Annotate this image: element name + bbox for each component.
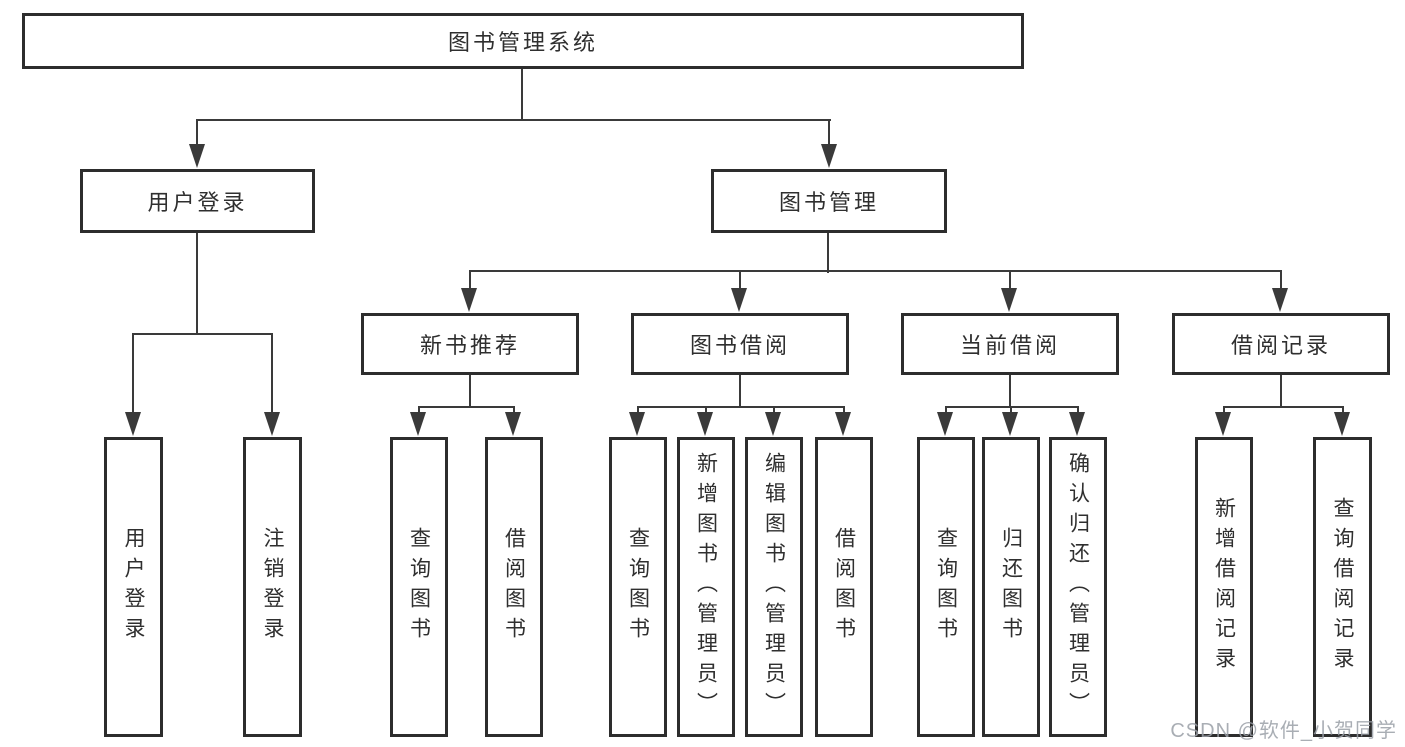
leaf-user-login-label: 用户登录 <box>122 527 145 647</box>
leaf-cb-confirm-return-admin: 确认归还（管理员） <box>1049 437 1107 737</box>
arrow-down-icon <box>1069 412 1085 436</box>
connector-drop-user-login <box>196 119 198 147</box>
leaf-logout-label: 注销登录 <box>261 527 284 647</box>
connector-user-login-stem <box>196 233 198 335</box>
connector-drop-book-mgmt <box>828 119 830 147</box>
connector-drop-current-borrow <box>1009 270 1011 292</box>
leaf-nb-borrow-books-label: 借阅图书 <box>502 527 526 647</box>
arrow-down-icon <box>821 144 837 168</box>
node-book-borrow: 图书借阅 <box>631 313 849 375</box>
leaf-nb-borrow-books: 借阅图书 <box>485 437 543 737</box>
leaf-bb-edit-books-admin: 编辑图书（管理员） <box>745 437 803 737</box>
connector-drop-bb-query <box>637 406 639 416</box>
node-new-books-label: 新书推荐 <box>419 333 520 358</box>
leaf-br-add-record-label: 新增借阅记录 <box>1212 497 1236 677</box>
node-current-borrow: 当前借阅 <box>901 313 1119 375</box>
arrow-down-icon <box>629 412 645 436</box>
connector-drop-leaf-logout <box>271 333 273 415</box>
leaf-bb-add-books-admin: 新增图书（管理员） <box>677 437 735 737</box>
leaf-bb-query-books: 查询图书 <box>609 437 667 737</box>
arrow-down-icon <box>697 412 713 436</box>
connector-drop-bb-edit <box>773 406 775 416</box>
connector-drop-cb-query <box>945 406 947 416</box>
arrow-down-icon <box>505 412 521 436</box>
csdn-watermark: CSDN @软件_小贺同学 <box>1170 720 1397 742</box>
leaf-bb-add-books-admin-label: 新增图书（管理员） <box>694 452 718 722</box>
node-book-mgmt-label: 图书管理 <box>778 190 879 215</box>
node-current-borrow-label: 当前借阅 <box>959 333 1060 358</box>
leaf-user-login: 用户登录 <box>104 437 163 737</box>
leaf-bb-borrow-books: 借阅图书 <box>815 437 873 737</box>
connector-user-login-rail <box>132 333 273 335</box>
connector-drop-bb-borrow <box>843 406 845 416</box>
connector-drop-nb-query <box>418 406 420 416</box>
connector-root-rail <box>196 119 831 121</box>
connector-drop-br-add <box>1223 406 1225 416</box>
connector-drop-cb-return <box>1010 406 1012 416</box>
arrow-down-icon <box>1215 412 1231 436</box>
leaf-cb-return-books: 归还图书 <box>982 437 1040 737</box>
connector-book-mgmt-rail <box>469 270 1282 272</box>
connector-borrow-records-stem <box>1280 375 1282 408</box>
arrow-down-icon <box>461 288 477 312</box>
leaf-cb-confirm-return-admin-label: 确认归还（管理员） <box>1066 452 1090 722</box>
leaf-cb-query-books: 查询图书 <box>917 437 975 737</box>
leaf-bb-borrow-books-label: 借阅图书 <box>832 527 856 647</box>
leaf-nb-query-books-label: 查询图书 <box>407 527 431 647</box>
arrow-down-icon <box>125 412 141 436</box>
connector-current-borrow-rail <box>945 406 1079 408</box>
connector-drop-leaf-user-login <box>132 333 134 415</box>
leaf-cb-query-books-label: 查询图书 <box>934 527 958 647</box>
leaf-br-add-record: 新增借阅记录 <box>1195 437 1253 737</box>
arrow-down-icon <box>1001 288 1017 312</box>
arrow-down-icon <box>410 412 426 436</box>
connector-root-stem <box>521 69 523 120</box>
node-root-label: 图书管理系统 <box>447 30 598 55</box>
arrow-down-icon <box>189 144 205 168</box>
arrow-down-icon <box>264 412 280 436</box>
arrow-down-icon <box>1272 288 1288 312</box>
arrow-down-icon <box>835 412 851 436</box>
node-borrow-records-label: 借阅记录 <box>1230 333 1331 358</box>
connector-drop-cb-confirm <box>1077 406 1079 416</box>
node-user-login-label: 用户登录 <box>147 190 248 215</box>
node-root: 图书管理系统 <box>22 13 1024 69</box>
connector-borrow-records-rail <box>1223 406 1343 408</box>
arrow-down-icon <box>765 412 781 436</box>
arrow-down-icon <box>937 412 953 436</box>
connector-new-books-rail <box>418 406 515 408</box>
connector-drop-book-borrow <box>739 270 741 292</box>
node-book-borrow-label: 图书借阅 <box>689 333 790 358</box>
connector-book-borrow-stem <box>739 375 741 408</box>
node-user-login: 用户登录 <box>80 169 315 233</box>
leaf-logout: 注销登录 <box>243 437 302 737</box>
connector-book-mgmt-stem <box>827 233 829 273</box>
leaf-br-query-record-label: 查询借阅记录 <box>1331 497 1354 677</box>
node-borrow-records: 借阅记录 <box>1172 313 1390 375</box>
leaf-bb-query-books-label: 查询图书 <box>626 527 650 647</box>
connector-drop-borrow-records <box>1280 270 1282 292</box>
connector-book-borrow-rail <box>637 406 845 408</box>
connector-new-books-stem <box>469 375 471 408</box>
arrow-down-icon <box>731 288 747 312</box>
leaf-nb-query-books: 查询图书 <box>390 437 448 737</box>
leaf-br-query-record: 查询借阅记录 <box>1313 437 1372 737</box>
leaf-cb-return-books-label: 归还图书 <box>999 527 1023 647</box>
arrow-down-icon <box>1334 412 1350 436</box>
connector-drop-new-books <box>469 270 471 292</box>
leaf-bb-edit-books-admin-label: 编辑图书（管理员） <box>762 452 786 722</box>
connector-current-borrow-stem <box>1009 375 1011 408</box>
arrow-down-icon <box>1002 412 1018 436</box>
node-new-books: 新书推荐 <box>361 313 579 375</box>
connector-drop-br-query <box>1342 406 1344 416</box>
connector-drop-bb-add <box>705 406 707 416</box>
connector-drop-nb-borrow <box>513 406 515 416</box>
node-book-mgmt: 图书管理 <box>711 169 947 233</box>
